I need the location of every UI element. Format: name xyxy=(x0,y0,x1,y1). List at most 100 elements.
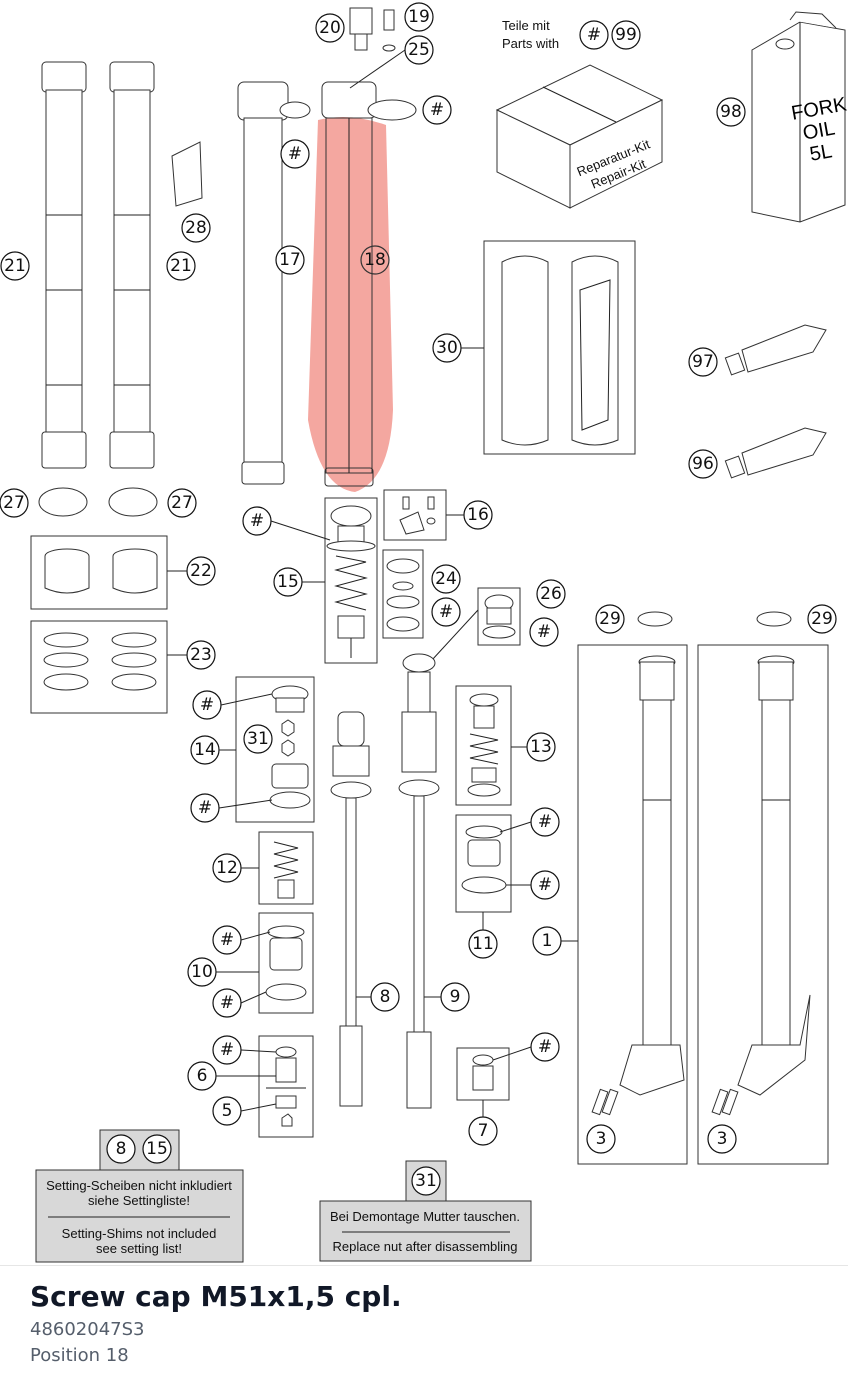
callout-hash-14a[interactable]: # xyxy=(192,690,222,720)
callout-97[interactable]: 97 xyxy=(688,347,718,377)
callout-1[interactable]: 1 xyxy=(532,926,562,956)
svg-text:96: 96 xyxy=(692,454,714,474)
callout-note-15[interactable]: 15 xyxy=(142,1134,172,1164)
svg-text:25: 25 xyxy=(408,40,430,60)
svg-text:26: 26 xyxy=(540,584,562,604)
callout-98[interactable]: 98 xyxy=(716,97,746,127)
svg-text:23: 23 xyxy=(190,645,212,665)
callout-27-right[interactable]: 27 xyxy=(167,488,197,518)
fork-oil-can: FORK OIL 5L xyxy=(751,11,848,223)
callout-15[interactable]: 15 xyxy=(273,567,303,597)
svg-text:#: # xyxy=(288,144,302,164)
callout-18[interactable]: 18 xyxy=(360,245,390,275)
exploded-parts-diagram: Teile mit Parts with # 99 Reparatur-Kit … xyxy=(0,2,848,1263)
note2-en: Replace nut after disassembling xyxy=(333,1239,518,1254)
note1-en-line2: see setting list! xyxy=(96,1241,182,1256)
callout-9[interactable]: 9 xyxy=(440,982,470,1012)
seal-27-right xyxy=(108,487,158,517)
svg-text:8: 8 xyxy=(116,1139,127,1159)
oring-17 xyxy=(279,101,311,119)
ring-29-left xyxy=(637,611,673,627)
callout-26[interactable]: 26 xyxy=(536,579,566,609)
callout-hash-17[interactable]: # xyxy=(280,139,310,169)
callout-3-left[interactable]: 3 xyxy=(586,1124,616,1154)
svg-text:30: 30 xyxy=(436,338,458,358)
svg-text:16: 16 xyxy=(467,505,489,525)
svg-text:#: # xyxy=(220,993,234,1013)
callout-28[interactable]: 28 xyxy=(181,213,211,243)
svg-text:17: 17 xyxy=(279,250,301,270)
spring-box-13 xyxy=(455,685,512,806)
callout-30[interactable]: 30 xyxy=(432,333,462,363)
svg-text:#: # xyxy=(439,602,453,622)
svg-text:11: 11 xyxy=(472,934,494,954)
callout-19[interactable]: 19 xyxy=(404,2,434,32)
callout-hash-7[interactable]: # xyxy=(530,1032,560,1062)
callout-8[interactable]: 8 xyxy=(370,982,400,1012)
sticker-28 xyxy=(171,141,203,207)
note1-de-line2: siehe Settingliste! xyxy=(88,1193,190,1208)
svg-text:99: 99 xyxy=(615,25,637,45)
callout-5[interactable]: 5 xyxy=(212,1096,242,1126)
svg-text:19: 19 xyxy=(408,7,430,27)
tube-18-highlight[interactable] xyxy=(308,81,393,492)
callout-29-right[interactable]: 29 xyxy=(807,604,837,634)
svg-text:12: 12 xyxy=(216,858,238,878)
callout-note-8[interactable]: 8 xyxy=(106,1134,136,1164)
callout-22[interactable]: 22 xyxy=(186,556,216,586)
grease-tube-97 xyxy=(724,324,827,376)
callout-21-left[interactable]: 21 xyxy=(0,251,30,281)
callout-hash-10a[interactable]: # xyxy=(212,925,242,955)
valve-box-7 xyxy=(456,1047,510,1101)
callout-hash-6[interactable]: # xyxy=(212,1035,242,1065)
callout-hash-14b[interactable]: # xyxy=(190,793,220,823)
callout-25[interactable]: 25 xyxy=(404,35,434,65)
header-line-en: Parts with xyxy=(502,36,559,51)
callout-31[interactable]: 31 xyxy=(243,724,273,754)
screw-20 xyxy=(349,7,373,51)
callout-hash-top[interactable]: # xyxy=(422,95,452,125)
callout-header-hash[interactable]: # xyxy=(579,20,609,50)
svg-text:#: # xyxy=(538,1037,552,1057)
callout-14[interactable]: 14 xyxy=(190,735,220,765)
svg-text:6: 6 xyxy=(197,1066,208,1086)
svg-text:5: 5 xyxy=(222,1101,233,1121)
callout-96[interactable]: 96 xyxy=(688,449,718,479)
callout-13[interactable]: 13 xyxy=(526,732,556,762)
callout-20[interactable]: 20 xyxy=(315,13,345,43)
callout-hash-15[interactable]: # xyxy=(242,506,272,536)
callout-hash-11a[interactable]: # xyxy=(530,807,560,837)
callout-11[interactable]: 11 xyxy=(468,929,498,959)
callout-24[interactable]: 24 xyxy=(431,564,461,594)
callout-23[interactable]: 23 xyxy=(186,640,216,670)
note-replace-nut: 31 Bei Demontage Mutter tauschen. Replac… xyxy=(319,1160,532,1262)
callout-header-99[interactable]: 99 xyxy=(611,20,641,50)
callout-29-left[interactable]: 29 xyxy=(595,604,625,634)
damper-rod-9 xyxy=(398,653,440,1109)
callout-17[interactable]: 17 xyxy=(275,245,305,275)
ring-29-right xyxy=(756,611,792,627)
part-position: Position 18 xyxy=(30,1345,129,1366)
fork-leg-box-right xyxy=(697,644,829,1165)
svg-text:9: 9 xyxy=(450,987,461,1007)
callout-6[interactable]: 6 xyxy=(187,1061,217,1091)
callout-7[interactable]: 7 xyxy=(468,1116,498,1146)
svg-text:#: # xyxy=(220,1040,234,1060)
svg-text:31: 31 xyxy=(247,729,269,749)
damper-rod-8 xyxy=(330,711,372,1107)
callout-27-left[interactable]: 27 xyxy=(0,488,29,518)
callout-3-right[interactable]: 3 xyxy=(707,1124,737,1154)
callout-note-31[interactable]: 31 xyxy=(411,1166,441,1196)
callout-10[interactable]: 10 xyxy=(187,957,217,987)
callout-hash-24[interactable]: # xyxy=(431,597,461,627)
callout-21-right[interactable]: 21 xyxy=(166,251,196,281)
callout-hash-11b[interactable]: # xyxy=(530,870,560,900)
cartridge-box-15 xyxy=(324,497,378,664)
callout-hash-26[interactable]: # xyxy=(529,617,559,647)
grease-tube-96 xyxy=(724,427,827,479)
svg-text:98: 98 xyxy=(720,102,742,122)
callout-16[interactable]: 16 xyxy=(463,500,493,530)
svg-text:3: 3 xyxy=(717,1129,728,1149)
callout-hash-10b[interactable]: # xyxy=(212,988,242,1018)
callout-12[interactable]: 12 xyxy=(212,853,242,883)
